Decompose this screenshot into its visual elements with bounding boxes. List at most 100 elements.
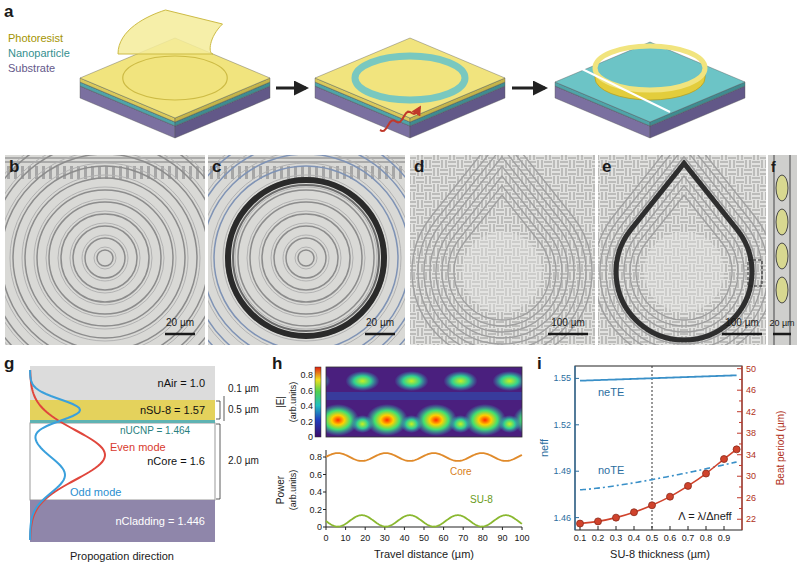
ring-waveguide <box>208 155 405 345</box>
layer-index: nAir = 1.0 <box>158 377 205 390</box>
panel-letter: c <box>212 157 221 177</box>
teardrop-waveguide <box>636 195 732 320</box>
plot-frame <box>575 366 742 530</box>
teardrop-waveguide <box>430 157 574 344</box>
curve-label: noTE <box>598 464 624 477</box>
scale-label: 20 µm <box>166 317 194 329</box>
axis-tick: 1.46 <box>553 512 571 522</box>
beat-spot <box>776 243 788 269</box>
ring-waveguide <box>274 226 338 290</box>
layer-name: Photoresist <box>8 32 63 45</box>
waveguide-edge <box>773 155 775 345</box>
teardrop-waveguide <box>600 155 766 345</box>
tick-mark <box>323 509 326 510</box>
axis-tick: 22 <box>746 514 756 524</box>
axis-tick: 50 <box>419 533 429 543</box>
ring-waveguide <box>208 155 405 345</box>
comb-tooth <box>315 166 318 179</box>
axis-tick: 0.2 <box>592 533 605 543</box>
scale-bar <box>365 333 395 336</box>
ne-te-curve <box>580 375 737 380</box>
beat-period-curve <box>580 449 737 523</box>
tick-mark <box>737 368 742 369</box>
axis-tick: 30 <box>746 471 756 481</box>
tick-mark <box>598 526 599 530</box>
axis-tick: 0.8 <box>700 533 713 543</box>
scale-label: 100 µm <box>551 317 585 329</box>
tick-mark <box>739 508 742 509</box>
no-te-curve <box>580 462 737 490</box>
axis-tick: 0 <box>317 522 322 532</box>
axis-title: Propogation direction <box>70 550 174 563</box>
field-spot <box>346 371 380 391</box>
peeled-photoresist <box>118 10 223 54</box>
axis-tick: 0.4 <box>309 487 322 497</box>
panel-letter: i <box>537 354 542 374</box>
axis-title: Travel distance (µm) <box>374 548 474 561</box>
data-point <box>613 514 620 521</box>
tick-mark <box>522 527 523 530</box>
process-arrow <box>512 87 545 90</box>
tick-mark <box>688 526 689 530</box>
ring-waveguide <box>5 155 205 345</box>
tick-mark <box>739 379 742 380</box>
dimension-label: 0.5 µm <box>228 404 259 416</box>
dimension-line <box>224 396 225 421</box>
axis-tick: 1.49 <box>553 466 571 476</box>
formula: Λ = λ/Δneff <box>678 510 731 523</box>
beat-spot <box>776 277 788 303</box>
ring-waveguide <box>13 166 197 345</box>
tick-mark <box>739 443 742 444</box>
axis-tick: 0 <box>308 432 313 442</box>
axis-tick: 0.2 <box>300 416 313 426</box>
layer-band-fill <box>30 423 215 500</box>
tick-mark <box>575 517 579 518</box>
panel-a-illustration <box>80 10 745 138</box>
tick-mark <box>724 526 725 530</box>
comb-tooth <box>112 166 115 179</box>
axis-line <box>326 450 522 527</box>
dimension-label: 0.1 µm <box>228 383 259 395</box>
tick-mark <box>739 465 742 466</box>
ring-waveguide <box>73 226 137 290</box>
ring-waveguide <box>5 155 205 345</box>
ring-waveguide <box>226 178 386 338</box>
ring-waveguide <box>211 163 401 345</box>
mode-label: Odd mode <box>70 486 121 499</box>
tick-mark <box>424 527 425 530</box>
axis-tick: 40 <box>399 533 409 543</box>
layer-band: nCladding = 1.446 <box>30 500 215 542</box>
inner-ground <box>462 232 542 312</box>
axis-tick: 0.6 <box>309 469 322 479</box>
tick-mark <box>634 526 635 530</box>
exposed-ring <box>355 56 465 100</box>
axis-line <box>574 366 575 530</box>
ring-waveguide <box>97 250 113 266</box>
axis-title: (arb.units) <box>288 382 298 423</box>
tick-mark <box>575 378 579 379</box>
tick-mark <box>739 400 742 401</box>
axis-tick: 0.4 <box>300 401 313 411</box>
data-point <box>595 518 602 525</box>
layer-index: nUCNP = 1.464 <box>120 425 190 437</box>
panel-letter: h <box>272 354 282 374</box>
comb-tooth <box>329 166 332 179</box>
teardrop-waveguide <box>412 155 592 345</box>
printed-ring <box>228 180 384 336</box>
axis-tick: 0.7 <box>682 533 695 543</box>
micrograph-ground <box>598 155 766 345</box>
data-point <box>631 509 638 516</box>
tick-mark <box>739 422 742 423</box>
axis-title: Power <box>275 476 287 504</box>
ring-waveguide <box>37 190 173 326</box>
axis-tick: 0 <box>323 533 328 543</box>
ring-waveguide <box>46 199 164 317</box>
layer-index: nCore = 1.6 <box>147 455 205 468</box>
panel-letter: b <box>9 157 19 177</box>
micrograph <box>208 155 405 345</box>
axis-tick: 0.6 <box>300 386 313 396</box>
layer-band-fill <box>30 400 215 420</box>
ring-waveguide <box>235 187 377 329</box>
panel-letter: a <box>4 2 13 22</box>
